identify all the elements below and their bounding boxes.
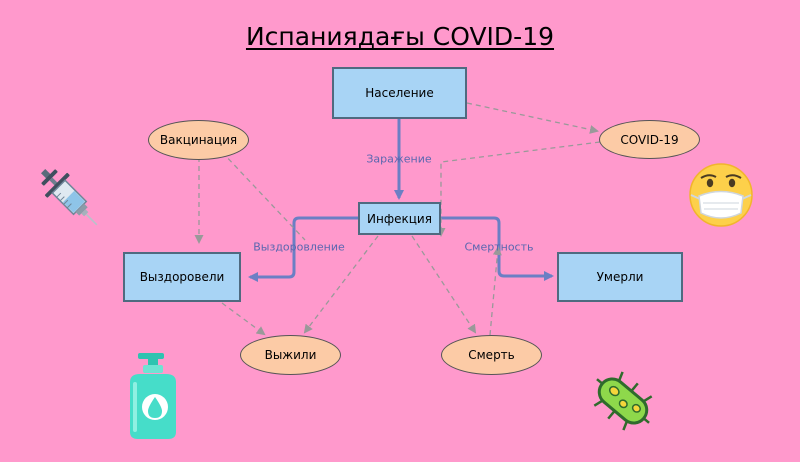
edge-infection-death xyxy=(411,235,477,334)
edge-infection-recovered xyxy=(248,216,358,282)
syringe-icon xyxy=(41,169,98,226)
edge-label-mortality: Смертность xyxy=(464,240,534,254)
node-death[interactable]: Смерть xyxy=(441,335,542,375)
edge-recovered-survived xyxy=(221,302,266,336)
diagram-title: Испаниядағы COVID-19 xyxy=(245,22,555,51)
node-covid[interactable]: COVID-19 xyxy=(599,120,700,159)
edge-infection-survived xyxy=(303,235,379,334)
node-vaccination[interactable]: Вакцинация xyxy=(148,120,249,160)
edge-death-mortality xyxy=(489,246,502,336)
edge-population-covid xyxy=(466,102,599,134)
node-population[interactable]: Население xyxy=(332,67,467,119)
bacteria-icon xyxy=(593,371,653,431)
mask-face-emoji-icon xyxy=(689,163,753,227)
node-recovered[interactable]: Выздоровели xyxy=(123,252,241,302)
edge-label-recovery: Выздоровление xyxy=(253,240,345,254)
node-died[interactable]: Умерли xyxy=(557,252,683,302)
node-survived[interactable]: Выжили xyxy=(240,335,341,375)
edge-vaccination-survived xyxy=(221,151,306,241)
edge-label-infection: Заражение xyxy=(366,152,432,166)
soap-dispenser-icon xyxy=(130,353,176,439)
edge-covid-infection xyxy=(436,141,601,237)
node-infection[interactable]: Инфекция xyxy=(358,202,441,235)
